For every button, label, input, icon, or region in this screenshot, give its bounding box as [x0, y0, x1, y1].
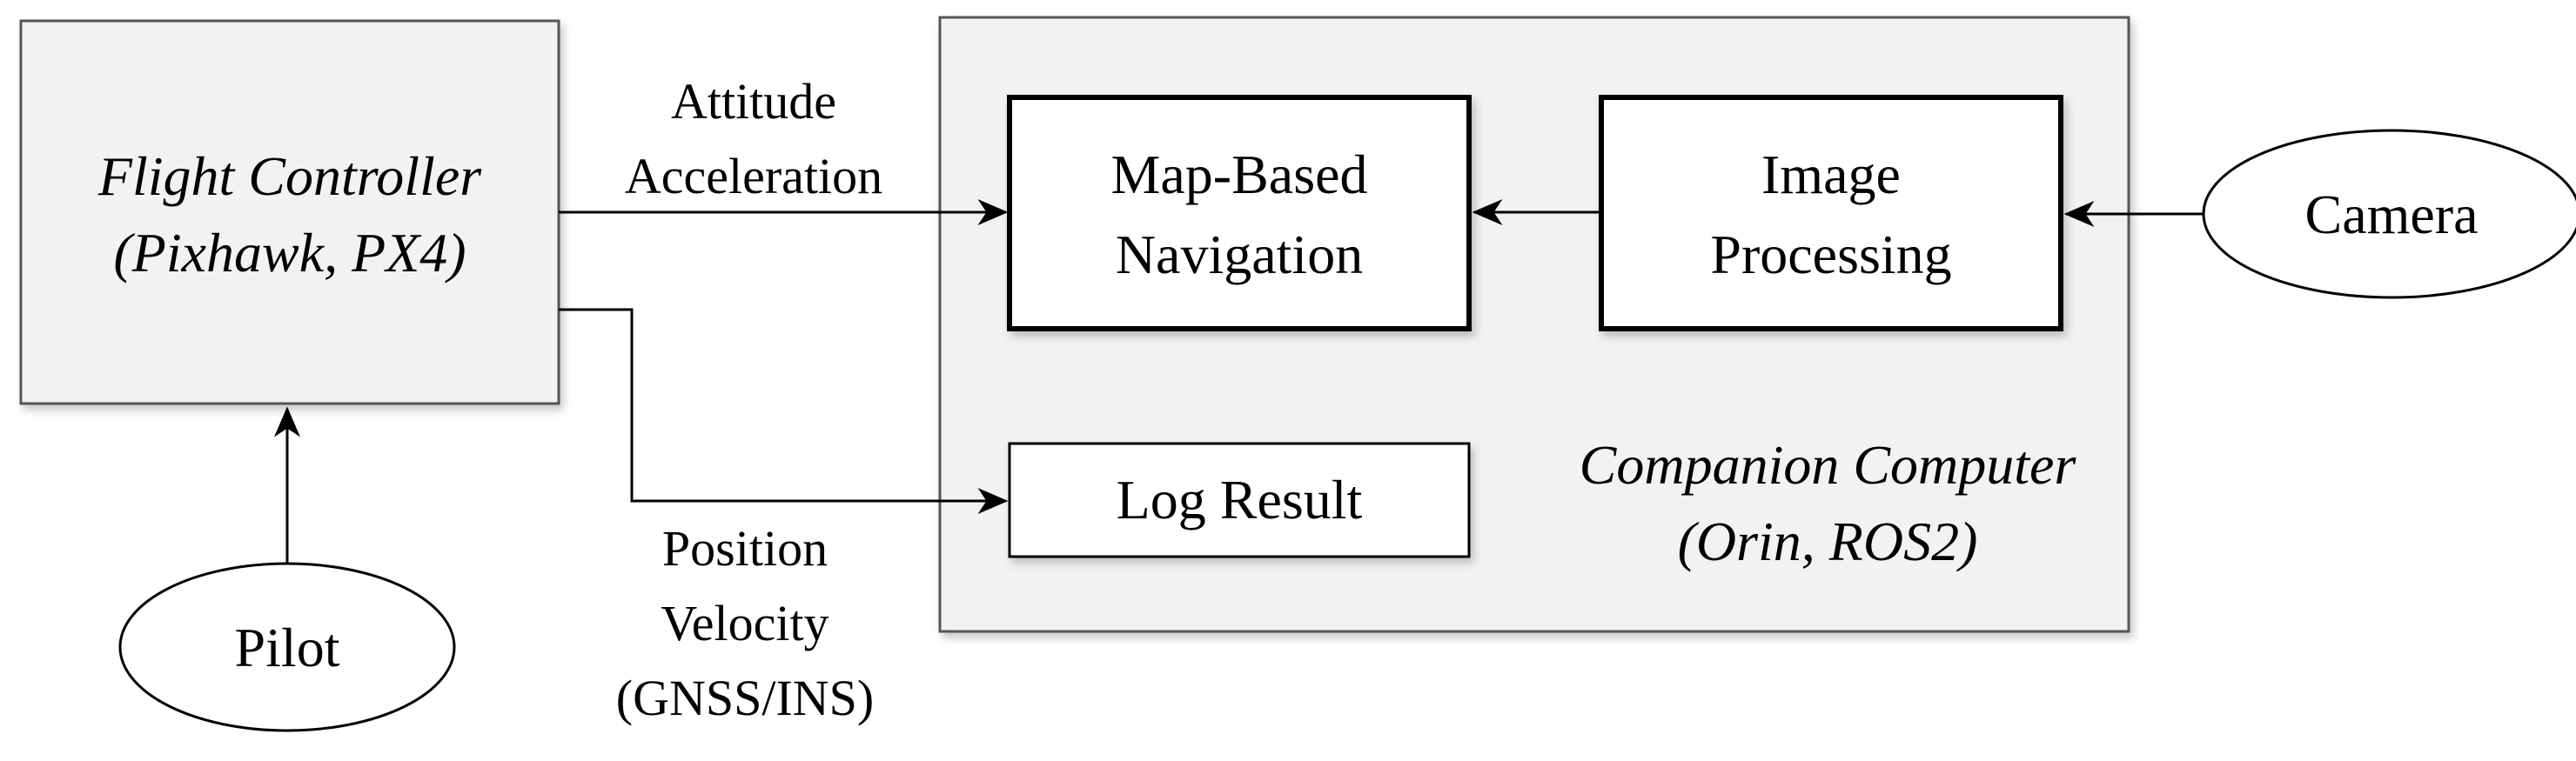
edge-fc-to-log: Position Velocity (GNSS/INS) — [559, 308, 1009, 726]
pilot-node: Pilot — [118, 562, 456, 732]
camera-label: Camera — [2305, 184, 2479, 245]
map-based-navigation-label: Map-Based — [1110, 144, 1367, 205]
map-based-navigation-box: Map-Based Navigation — [1007, 95, 1472, 331]
camera-node: Camera — [2202, 129, 2576, 299]
companion-computer-sublabel: (Orin, ROS2) — [1678, 511, 1978, 572]
map-based-navigation-sublabel: Navigation — [1116, 224, 1363, 285]
edge-label-attitude: Attitude — [671, 73, 836, 130]
edge-fc-to-navigation: Attitude Acceleration — [559, 73, 1009, 225]
flight-controller-label: Flight Controller — [97, 145, 482, 207]
log-result-box: Log Result — [1008, 442, 1471, 558]
image-processing-label: Image — [1761, 144, 1901, 205]
edge-label-velocity: Velocity — [661, 595, 828, 651]
edge-label-acceleration: Acceleration — [625, 148, 882, 204]
flight-controller-box: Flight Controller (Pixhawk, PX4) — [19, 19, 560, 405]
edge-label-gnss-ins: (GNSS/INS) — [616, 670, 875, 726]
image-processing-sublabel: Processing — [1710, 224, 1951, 285]
companion-computer-label: Companion Computer — [1580, 434, 2077, 496]
pilot-label: Pilot — [235, 617, 340, 678]
edge-label-position: Position — [662, 520, 828, 577]
flight-controller-sublabel: (Pixhawk, PX4) — [113, 222, 466, 284]
log-result-label: Log Result — [1117, 469, 1363, 531]
image-processing-box: Image Processing — [1599, 95, 2063, 331]
